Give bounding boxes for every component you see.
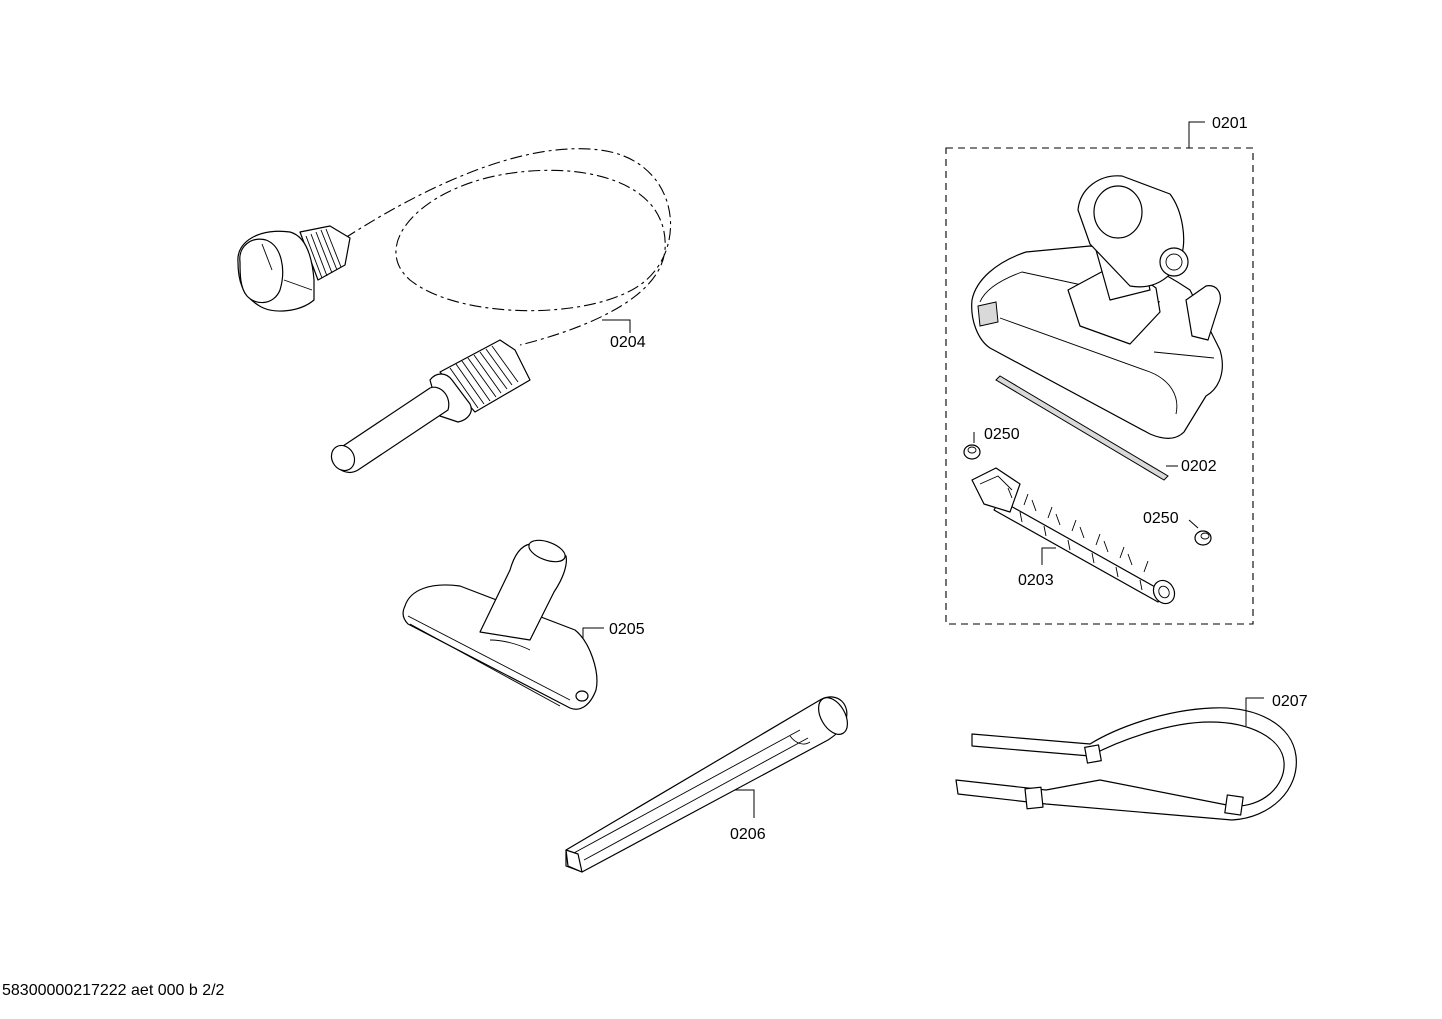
label-0201: 0201 (1212, 115, 1248, 132)
end-cap-0250-right (1194, 530, 1212, 546)
brush-roll-0203 (971, 467, 1176, 605)
label-0205: 0205 (609, 621, 645, 638)
leader-0203 (1041, 547, 1056, 565)
label-0250-left: 0250 (984, 426, 1020, 443)
hose-part-0204 (237, 148, 671, 473)
leader-0250-right (1188, 519, 1199, 529)
label-0203: 0203 (1018, 572, 1054, 589)
label-0204: 0204 (610, 334, 646, 351)
label-0206: 0206 (730, 826, 766, 843)
label-0250-right: 0250 (1143, 510, 1179, 527)
brush-head-housing (971, 175, 1223, 439)
end-cap-0250-left (963, 444, 981, 460)
leader-0201 (1188, 121, 1205, 148)
crevice-tool-0206 (565, 696, 849, 873)
upholstery-nozzle-0205 (402, 539, 598, 710)
document-reference-footer: 58300000217222 aet 000 b 2/2 (2, 982, 225, 999)
seal-strip-0202 (995, 375, 1169, 481)
group-frame-0201 (945, 147, 1254, 625)
leader-0207 (1245, 697, 1264, 726)
leader-0204 (602, 319, 631, 333)
carrying-strap-0207 (955, 707, 1297, 821)
leader-0205 (582, 627, 604, 639)
leader-0206 (735, 789, 755, 818)
label-0202: 0202 (1181, 458, 1217, 475)
label-0207: 0207 (1272, 693, 1308, 710)
